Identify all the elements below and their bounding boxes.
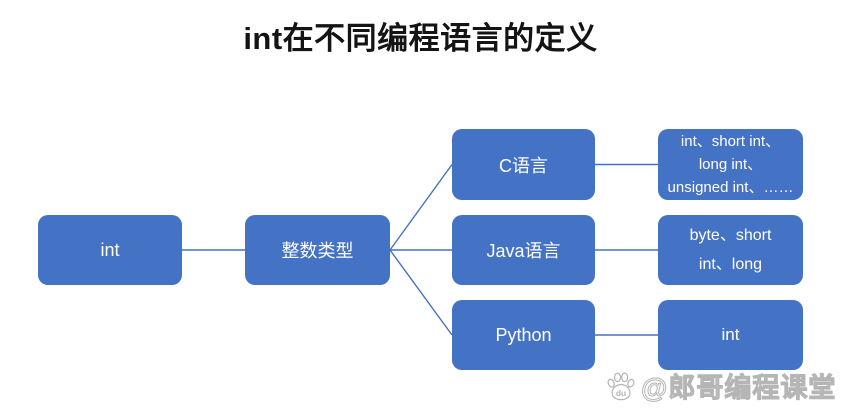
definition-box-python: int [658,300,803,370]
node-int-label: int [100,239,120,260]
definition-line: unsigned int、…… [667,179,794,196]
node-python: Python [452,300,595,370]
node-c-language-label: C语言 [499,155,548,176]
definition-line: int [721,325,740,344]
connector-category-python [389,249,453,336]
paw-icon-text: du [616,387,626,397]
node-int: int [38,215,182,285]
page-title: int在不同编程语言的定义 [243,21,598,56]
node-java-language-label: Java语言 [486,241,561,261]
node-java-language: Java语言 [452,215,595,285]
definition-box-c: int、short int、 long int、 unsigned int、…… [658,129,803,200]
connector-category-c [389,164,453,251]
watermark: du @郎哥编程课堂 [606,366,836,405]
watermark-text: @郎哥编程课堂 [640,373,837,404]
definition-line: int、short int、 [680,133,781,150]
node-c-language: C语言 [452,129,595,200]
definition-line: int、long [698,256,763,273]
node-python-label: Python [495,324,552,345]
baidu-paw-icon: du [606,370,636,402]
node-integer-type-label: 整数类型 [281,241,354,261]
node-integer-type: 整数类型 [245,215,390,285]
definition-line: long int、 [698,156,763,173]
definition-box-java: byte、short int、long [658,215,803,285]
definition-line: byte、short [689,227,772,244]
